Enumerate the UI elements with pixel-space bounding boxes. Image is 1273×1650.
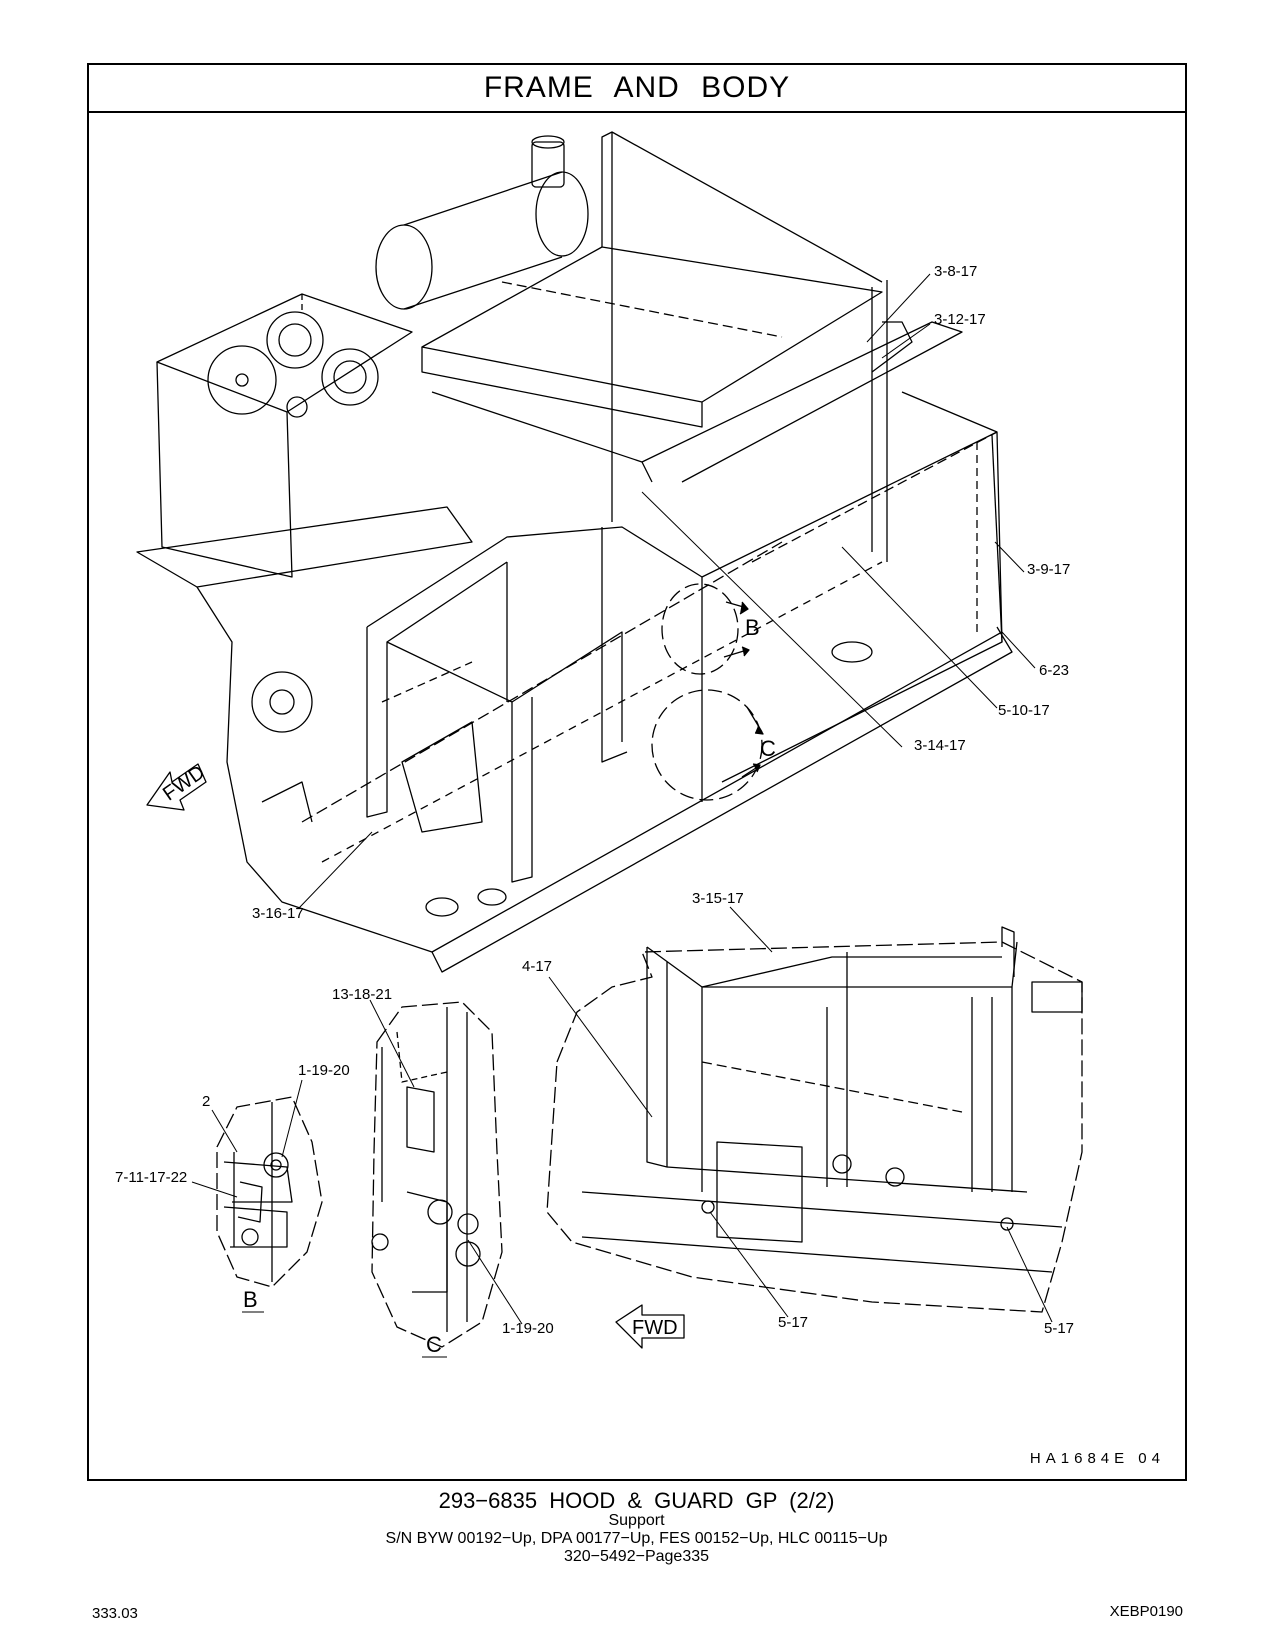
detail-c-view (371, 1001, 503, 1348)
view-marker-b: B (745, 615, 760, 640)
callout-3-12-17: 3-12-17 (934, 311, 986, 328)
fwd-arrow-detail (615, 1304, 685, 1349)
detail-b-view (216, 1096, 323, 1288)
leader-lines-b (191, 1079, 303, 1313)
illustration-frame: FRAME AND BODY (87, 63, 1187, 1481)
fwd-label-detail: FWD (632, 1317, 678, 1339)
caption-page-ref: 320−5492−Page335 (563, 1548, 710, 1565)
muffler (375, 135, 589, 310)
footer-doc-code: XEBP0190 (1109, 1603, 1183, 1620)
drawing-id: HA1684E 04 (1029, 1450, 1165, 1467)
fwd-arrow-main (146, 763, 207, 811)
leader-lines-main (298, 273, 1036, 909)
callout-3-9-17: 3-9-17 (1027, 561, 1070, 578)
leader-lines-right (548, 906, 1053, 1323)
caption-serials: S/N BYW 00192−Up, DPA 00177−Up, FES 0015… (385, 1530, 888, 1547)
side-frame (701, 391, 1003, 783)
callout-1-19-20-c: 1-19-20 (502, 1320, 554, 1337)
hydraulic-tank (156, 293, 413, 578)
caption-subtitle: Support (608, 1512, 665, 1529)
callout-3-15-17: 3-15-17 (692, 890, 744, 907)
parts-illustration: 3-8-17 3-12-17 3-9-17 6-23 5-10-17 3-14-… (115, 131, 1083, 1358)
callout-1-19-20-b: 1-19-20 (298, 1062, 350, 1079)
view-marker-c: C (760, 736, 776, 761)
footer-page-number: 333.03 (92, 1605, 138, 1622)
fwd-label-main: FWD (159, 761, 209, 805)
leader-lines-c (369, 999, 523, 1358)
guard-frame (366, 526, 703, 883)
callout-13-18-21: 13-18-21 (332, 986, 392, 1003)
callout-3-16-17: 3-16-17 (252, 905, 304, 922)
callout-5-10-17: 5-10-17 (998, 702, 1050, 719)
caption-title: 293−6835 HOOD & GUARD GP (2/2) (438, 1488, 835, 1513)
callout-6-23: 6-23 (1039, 662, 1069, 679)
callout-5-17-left: 5-17 (778, 1314, 808, 1331)
detail-label-c: C (426, 1332, 442, 1357)
detail-markers (651, 583, 764, 801)
section-title: FRAME AND BODY (89, 65, 1185, 113)
base-frame (136, 506, 1013, 973)
callout-2: 2 (202, 1093, 210, 1110)
callout-3-8-17: 3-8-17 (934, 263, 977, 280)
detail-label-b: B (243, 1287, 258, 1312)
callout-3-14-17: 3-14-17 (914, 737, 966, 754)
right-detail (546, 926, 1083, 1313)
callout-4-17: 4-17 (522, 958, 552, 975)
callout-7-11-17-22: 7-11-17-22 (115, 1169, 187, 1186)
callout-labels: 3-8-17 3-12-17 3-9-17 6-23 5-10-17 3-14-… (115, 263, 1074, 1357)
callout-5-17-right: 5-17 (1044, 1320, 1074, 1337)
upper-frame (421, 131, 963, 562)
